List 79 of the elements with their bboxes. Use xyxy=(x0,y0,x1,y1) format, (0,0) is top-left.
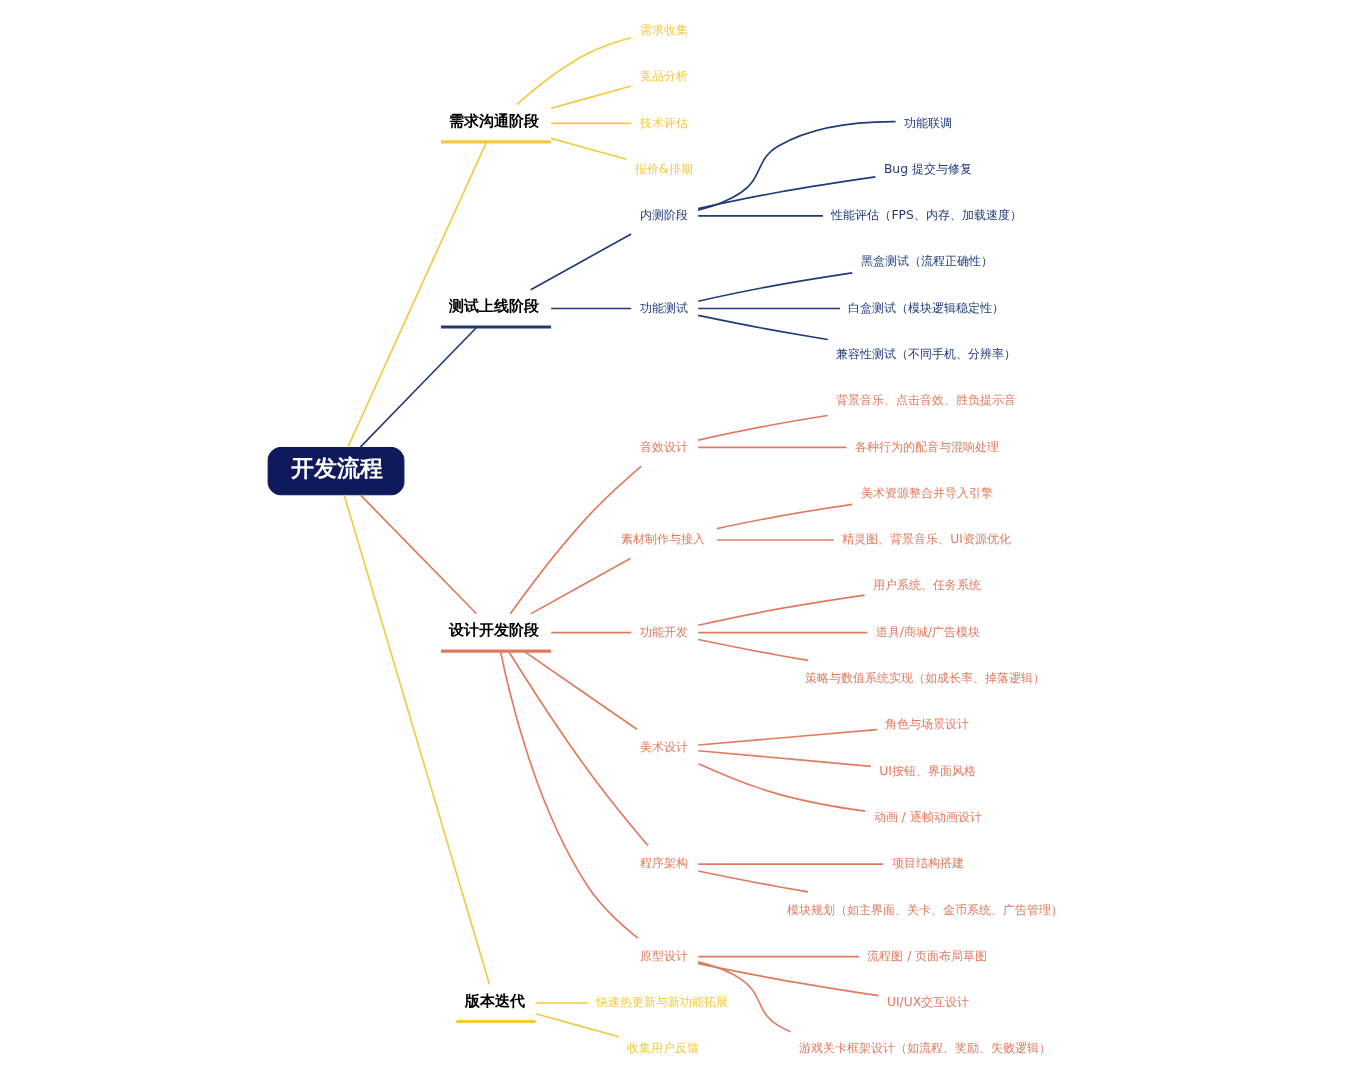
node-text: 需求沟通阶段 xyxy=(449,111,540,130)
node-text: 技术评估 xyxy=(639,115,688,130)
node-text: 性能评估（FPS、内存、加载速度） xyxy=(831,208,1022,223)
connector xyxy=(697,176,877,210)
connector xyxy=(507,650,649,847)
node-text: 流程图 / 页面布局草图 xyxy=(867,948,988,963)
connector xyxy=(550,631,633,634)
connector xyxy=(697,638,809,662)
node-text: 动画 / 逐帧动画设计 xyxy=(873,809,982,824)
node-text: 需求收集 xyxy=(639,22,688,37)
connector xyxy=(697,728,878,746)
node-text: 内测阶段 xyxy=(639,208,688,223)
node-text: 项目结构搭建 xyxy=(891,856,964,871)
node-text: 游戏关卡框架设计（如流程、奖励、失败逻辑） xyxy=(799,1041,1052,1056)
connector xyxy=(697,961,792,1033)
connector xyxy=(697,446,848,449)
node-text: 各种行为的配音与混响处理 xyxy=(854,439,999,454)
connector xyxy=(529,233,632,291)
node-text: 策略与数值系统实现（如成长率、掉落逻辑） xyxy=(805,671,1046,686)
connector xyxy=(697,120,897,212)
connector xyxy=(534,1012,620,1038)
node-text: 角色与场景设计 xyxy=(885,717,970,732)
node-text: 报价&排期 xyxy=(634,161,693,176)
connector xyxy=(697,962,880,997)
connector xyxy=(529,557,632,615)
connector xyxy=(359,494,478,615)
connector xyxy=(697,762,866,812)
node-text: 程序架构 xyxy=(639,856,688,871)
node-text: 版本迭代 xyxy=(464,991,525,1010)
connector xyxy=(359,326,478,448)
node-text: Bug 提交与修复 xyxy=(883,161,972,176)
node-text: 功能测试 xyxy=(639,300,688,315)
node-text: 用户系统、任务系统 xyxy=(873,578,982,593)
connector xyxy=(697,955,860,958)
connector xyxy=(516,36,632,106)
connector xyxy=(697,863,884,865)
node-text: 背景音乐、点击音效、胜负提示音 xyxy=(836,393,1017,408)
node-text: 美术设计 xyxy=(639,740,688,755)
connector xyxy=(716,539,835,541)
connector xyxy=(347,141,488,448)
connector xyxy=(697,414,829,441)
connector xyxy=(697,594,866,627)
node-text: 素材制作与接入 xyxy=(621,532,706,547)
node-text: UI按钮、界面风格 xyxy=(879,763,976,778)
node-text: 竞品分析 xyxy=(639,69,688,84)
node-text: 音效设计 xyxy=(639,439,688,454)
node-text: 测试上线阶段 xyxy=(449,297,540,316)
connector xyxy=(697,314,829,341)
connector xyxy=(550,85,633,110)
connector xyxy=(523,650,638,731)
node-text: 功能开发 xyxy=(639,624,688,639)
connector xyxy=(534,1002,589,1004)
node-text: 功能联调 xyxy=(903,115,952,130)
connector xyxy=(550,137,628,160)
connector xyxy=(550,307,633,310)
node-box: 开发流程 xyxy=(267,446,405,496)
node-text: 快速热更新与新功能拓展 xyxy=(596,995,729,1010)
connector xyxy=(550,122,633,125)
connector xyxy=(343,494,491,986)
connector xyxy=(697,215,824,217)
connector xyxy=(716,503,854,530)
node-text: 白盒测试（模块逻辑稳定性） xyxy=(848,300,1005,315)
node-text: 黑盒测试（流程正确性） xyxy=(860,254,993,269)
connector xyxy=(499,650,639,939)
node-text: 美术资源整合并导入引擎 xyxy=(860,485,993,500)
node-text: 道具/商城/广告模块 xyxy=(875,624,980,639)
connector xyxy=(509,465,643,615)
node-text: 收集用户反馈 xyxy=(627,1041,700,1056)
node-text: 兼容性测试（不同手机、分辨率） xyxy=(836,346,1017,361)
node-text: 设计开发阶段 xyxy=(449,621,540,640)
connector xyxy=(697,631,869,634)
connector xyxy=(697,870,809,893)
node-text: 精灵图、背景音乐、UI资源优化 xyxy=(842,532,1011,547)
node-text: 模块规划（如主界面、关卡、金币系统、广告管理） xyxy=(786,902,1063,917)
node-text: UI/UX交互设计 xyxy=(886,995,970,1010)
connector xyxy=(697,749,872,768)
node-text: 原型设计 xyxy=(639,948,688,963)
connector xyxy=(697,307,841,310)
connector xyxy=(697,272,854,302)
